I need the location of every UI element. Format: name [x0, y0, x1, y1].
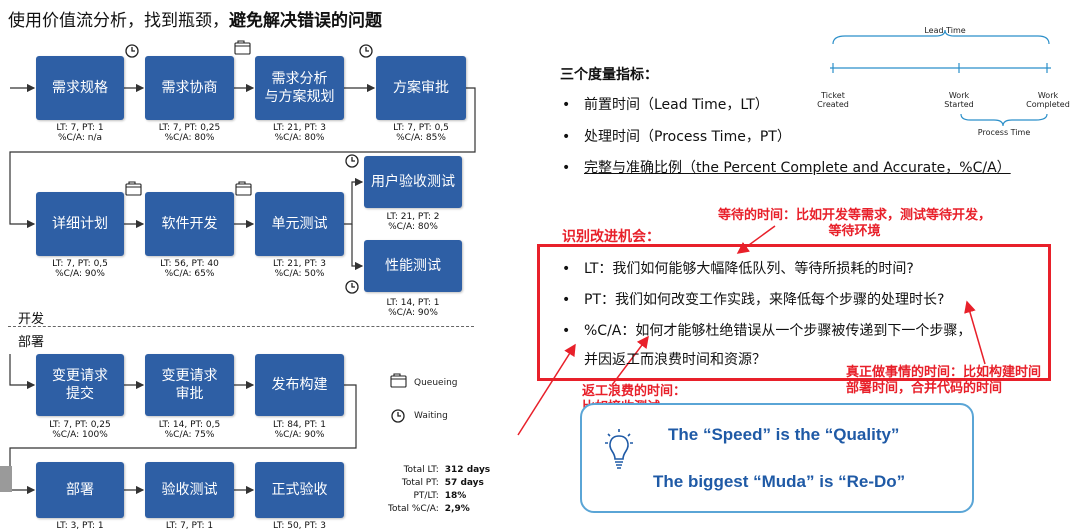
metrics-performance-test: LT: 14, PT: 1 %C/A: 90% [386, 298, 440, 318]
totals-row: PT/LT:18% [413, 491, 467, 501]
step-deploy: 部署 [36, 462, 124, 518]
lightbulb-icon [605, 429, 633, 469]
metrics-acceptance-test: LT: 7, PT: 1 [165, 521, 214, 531]
quality-line-2: The biggest “Muda” is “Re-Do” [653, 472, 906, 491]
note-real-work-time: 真正做事情的时间：比如构建时间 部署时间，合并代码的时间 [846, 365, 1042, 396]
timeline-work-started: Work Started [944, 91, 974, 109]
metrics-detailed-plan: LT: 7, PT: 0,5 %C/A: 90% [52, 259, 108, 279]
opportunity-pt: •PT：我们如何改变工作实践，来降低每个步骤的处理时长? [562, 292, 945, 308]
legend-waiting: Waiting [414, 411, 448, 421]
metrics-release-build: LT: 84, PT: 1 %C/A: 90% [273, 420, 326, 440]
quality-line-1: The “Speed” is the “Quality” [668, 425, 900, 444]
metrics-requirement-spec: LT: 7, PT: 1 %C/A: n/a [56, 123, 104, 143]
legend-queueing: Queueing [414, 378, 458, 388]
opportunity-box [537, 244, 1051, 381]
step-unit-test: 单元测试 [255, 192, 344, 256]
metrics-heading: 三个度量指标： [560, 67, 658, 83]
section-deploy-label: 部署 [18, 335, 45, 350]
page-title: 使用价值流分析，找到瓶颈，避免解决错误的问题 [8, 6, 382, 31]
step-release-build: 发布构建 [255, 354, 344, 416]
metrics-change-request-submit: LT: 7, PT: 0,25 %C/A: 100% [49, 420, 111, 440]
slide-nav-tab[interactable] [0, 466, 12, 492]
metrics-software-development: LT: 56, PT: 40 %C/A: 65% [160, 259, 219, 279]
step-software-development: 软件开发 [145, 192, 234, 256]
step-formal-acceptance: 正式验收 [255, 462, 344, 518]
timeline-lead-time: Lead Time [924, 26, 966, 35]
metrics-unit-test: LT: 21, PT: 3 %C/A: 50% [273, 259, 326, 279]
quality-box [580, 403, 974, 513]
section-dev-label: 开发 [18, 312, 45, 327]
metric-percent-complete: •完整与准确比例（the Percent Complete and Accura… [562, 160, 1011, 176]
metrics-requirement-analysis: LT: 21, PT: 3 %C/A: 80% [273, 123, 326, 143]
metrics-change-request-approval: LT: 14, PT: 0,5 %C/A: 75% [158, 420, 221, 440]
step-solution-approval: 方案审批 [376, 56, 466, 120]
totals-row: Total LT:312 days [403, 465, 491, 475]
step-change-request-approval: 变更请求 审批 [145, 354, 234, 416]
timeline-process-time: Process Time [977, 128, 1031, 137]
dev-deploy-divider [8, 326, 474, 327]
metrics-solution-approval: LT: 7, PT: 0,5 %C/A: 85% [393, 123, 449, 143]
opportunity-ca-cont: 并因返工而浪费时间和资源？ [584, 352, 766, 368]
step-performance-test: 性能测试 [364, 240, 462, 292]
step-requirement-analysis: 需求分析 与方案规划 [255, 56, 344, 120]
metrics-requirement-negotiation: LT: 7, PT: 0,25 %C/A: 80% [158, 123, 221, 143]
timeline-ticket-created: Ticket Created [817, 91, 849, 109]
opportunity-ca: •%C/A：如何才能够杜绝错误从一个步骤被传递到下一个步骤， [562, 323, 972, 339]
totals-row: Total %C/A:2,9% [388, 504, 470, 514]
step-user-acceptance-test: 用户验收测试 [364, 156, 462, 208]
metrics-formal-acceptance: LT: 50, PT: 3 [273, 521, 326, 531]
totals-table: Total LT:312 days Total PT:57 days PT/LT… [384, 463, 494, 517]
metrics-deploy: LT: 3, PT: 1 [56, 521, 104, 531]
step-detailed-plan: 详细计划 [36, 192, 124, 256]
opportunity-heading: 识别改进机会： [562, 229, 660, 245]
step-requirement-spec: 需求规格 [36, 56, 124, 120]
step-acceptance-test: 验收测试 [145, 462, 234, 518]
step-requirement-negotiation: 需求协商 [145, 56, 234, 120]
timeline-work-completed: Work Completed [1026, 91, 1070, 109]
title-bold: 避免解决错误的问题 [229, 11, 382, 31]
metric-process-time: •处理时间（Process Time，PT） [562, 129, 791, 145]
totals-row: Total PT:57 days [401, 478, 484, 488]
note-waiting-time: 等待的时间：比如开发等需求，测试等待开发， 等待环境 [718, 208, 992, 239]
metric-lead-time: •前置时间（Lead Time，LT） [562, 97, 769, 113]
opportunity-lt: •LT：我们如何能够大幅降低队列、等待所损耗的时间? [562, 261, 914, 277]
step-change-request-submit: 变更请求 提交 [36, 354, 124, 416]
metrics-user-acceptance-test: LT: 21, PT: 2 %C/A: 80% [386, 212, 440, 232]
title-prefix: 使用价值流分析，找到瓶颈， [8, 11, 229, 31]
